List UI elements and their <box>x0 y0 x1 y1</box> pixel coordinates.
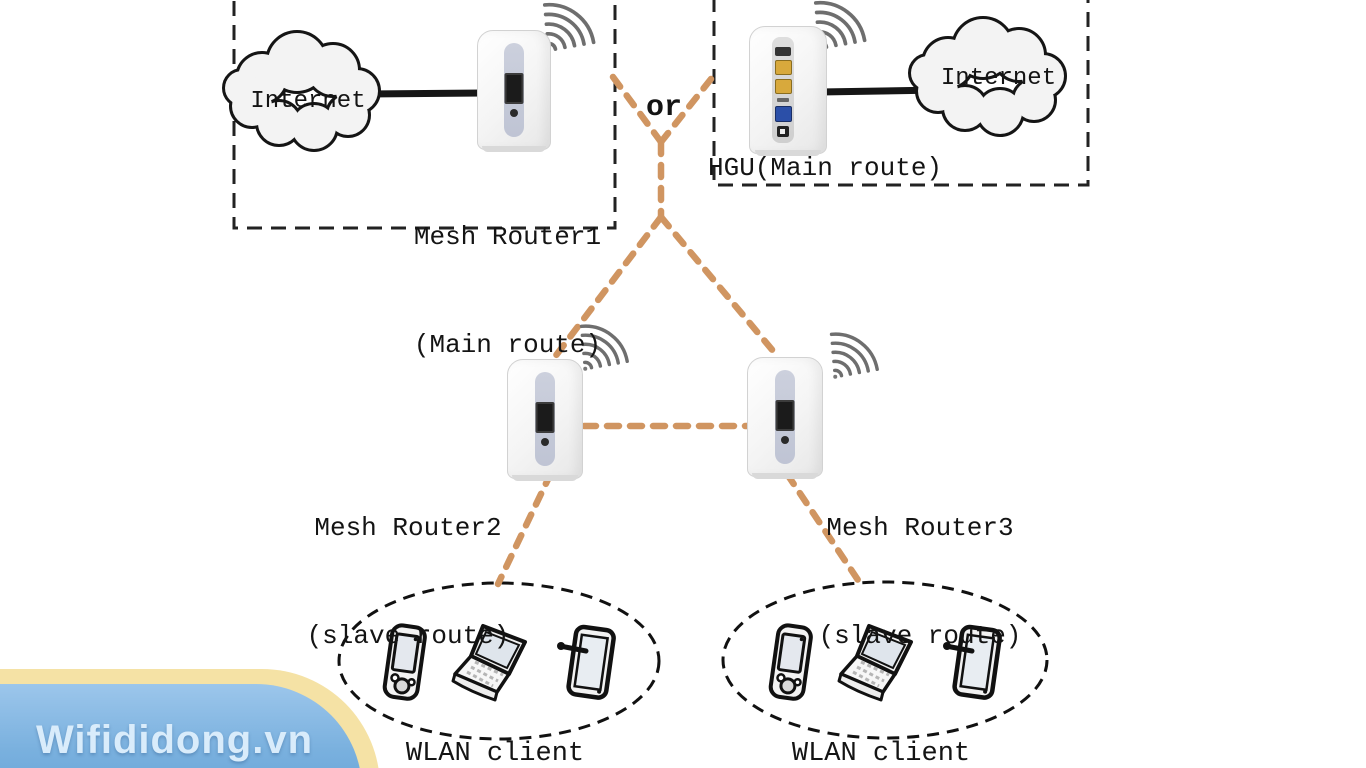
laptop-icon <box>451 624 527 702</box>
mesh-router1-name: Mesh Router1 <box>413 222 602 252</box>
mesh-router2-role: (slave route) <box>306 621 510 651</box>
internet-cloud-right-icon <box>908 16 1067 137</box>
power-port <box>777 126 789 137</box>
router-base <box>752 473 818 479</box>
ethernet-port <box>774 79 792 94</box>
mesh-router3-role: (slave route) <box>818 621 1022 651</box>
router-base <box>482 146 546 152</box>
or-label: or <box>645 91 682 125</box>
tablet-with-stylus-icon <box>557 624 616 700</box>
wlan-client-label-right: WLAN client <box>791 739 971 768</box>
router-port <box>775 400 795 431</box>
mesh-link-to-router2 <box>547 213 665 366</box>
internet-cloud-left-icon <box>222 30 381 152</box>
mesh-router2-name: Mesh Router2 <box>314 513 502 543</box>
hgu-router-icon <box>749 26 827 156</box>
hgu-port-strip <box>772 37 794 143</box>
router-port <box>504 73 524 104</box>
router-base <box>754 150 822 156</box>
mesh-link-option1-junction <box>609 73 665 146</box>
ethernet-port <box>774 60 792 75</box>
wired-link-left <box>364 89 488 98</box>
main-route-option2-box <box>712 0 1090 187</box>
mesh-router2-icon <box>507 359 583 481</box>
mesh-router1-role: (Main route) <box>413 330 602 360</box>
smartphone-icon <box>382 623 427 701</box>
wifi-signal-icon <box>579 324 629 371</box>
internet-label-left: Internet <box>250 88 366 115</box>
mesh-router3-icon <box>747 357 823 479</box>
mesh-link-router3-wlan <box>783 470 862 584</box>
mesh-link-router2-wlan <box>494 469 555 588</box>
wlan-client-group-right <box>721 580 1049 740</box>
mesh-link-option2-junction <box>657 75 715 146</box>
internet-label-right: Internet <box>940 65 1057 92</box>
wan-port <box>774 106 792 122</box>
router-button <box>781 436 789 444</box>
mesh-router3-label: Mesh Router3 (slave route) <box>815 438 1025 726</box>
hgu-label: HGU(Main route) <box>708 153 943 183</box>
smartphone-icon <box>768 623 813 701</box>
mesh-router1-icon <box>477 30 551 152</box>
mesh-router1-label: Mesh Router1 (Main route) <box>400 147 615 435</box>
wifi-signal-icon <box>829 332 879 379</box>
mesh-link-to-router3 <box>657 213 783 362</box>
tablet-with-stylus-icon <box>943 624 1002 700</box>
usb-port <box>775 47 791 56</box>
watermark-ribbon: Wifididong.vn <box>0 669 380 768</box>
laptop-icon <box>837 624 913 702</box>
port-label <box>777 98 789 102</box>
mesh-links <box>494 73 862 588</box>
mesh-router2-label: Mesh Router2 (slave route) <box>303 438 513 726</box>
watermark-ribbon-fill: Wifididong.vn <box>0 684 362 768</box>
wlan-client-label-left: WLAN client <box>405 739 585 768</box>
router-button <box>541 438 549 446</box>
router-base <box>512 475 578 481</box>
wlan-client-group-left <box>337 581 661 741</box>
watermark-text: Wifididong.vn <box>36 718 314 762</box>
mesh-router3-name: Mesh Router3 <box>826 513 1014 543</box>
router-button <box>510 109 518 117</box>
router-port <box>535 402 555 433</box>
